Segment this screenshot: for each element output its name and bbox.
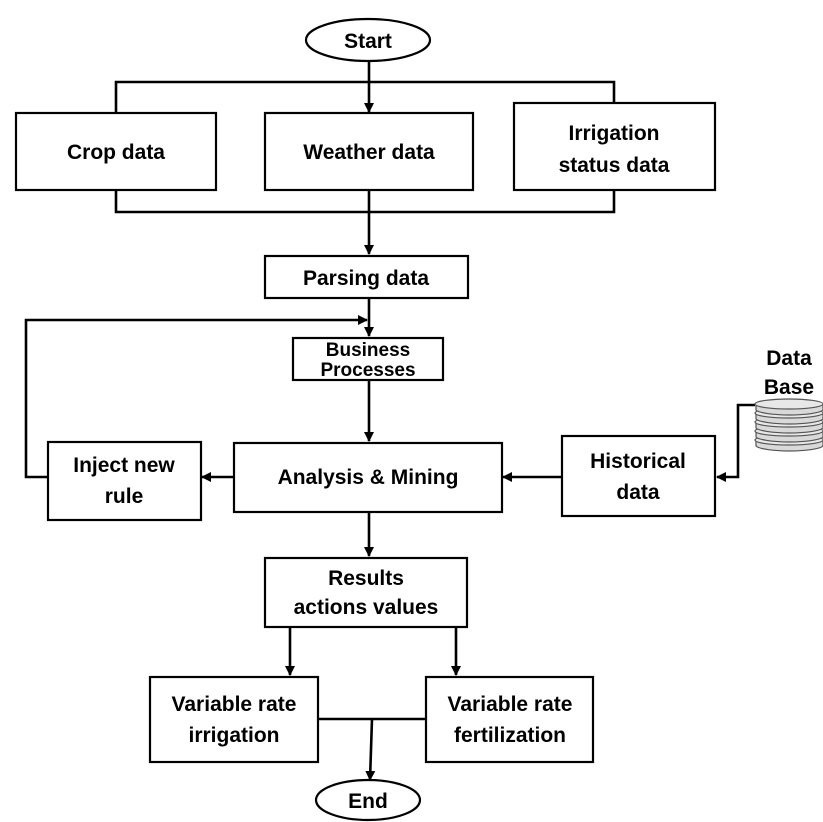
vr-fertilization-box: Variable rate fertilization	[424, 675, 595, 764]
historical-data-label-line2: data	[616, 481, 660, 504]
inject-new-rule-box: Inject new rule	[46, 440, 203, 522]
database: Data Base	[754, 347, 823, 452]
end-terminal: End	[314, 778, 422, 822]
historical-data-box: Historical data	[560, 434, 717, 518]
crop-data-label: Crop data	[67, 141, 165, 164]
weather-data-box: Weather data	[263, 111, 475, 192]
results-box: Results actions values	[263, 556, 469, 629]
start-label: Start	[344, 30, 392, 53]
parsing-data-label: Parsing data	[303, 267, 429, 290]
business-processes-box: Business Processes	[291, 336, 445, 382]
database-label-line1: Data	[766, 347, 812, 370]
database-label-line2: Base	[764, 376, 814, 399]
business-processes-label-line1: Business	[326, 340, 410, 361]
arrow-database-to-historical	[716, 403, 755, 482]
vr-fertilization-label-line1: Variable rate	[448, 693, 573, 716]
irrigation-status-label-line1: Irrigation	[568, 122, 659, 145]
analysis-mining-label: Analysis & Mining	[278, 466, 459, 489]
input-top-bracket	[114, 80, 616, 113]
end-label: End	[348, 790, 388, 813]
weather-data-label: Weather data	[303, 141, 435, 164]
analysis-mining-box: Analysis & Mining	[232, 441, 504, 514]
irrigation-status-label-line2: status data	[559, 154, 670, 177]
inject-new-rule-label-line2: rule	[105, 485, 144, 508]
input-bottom-bracket	[114, 190, 616, 214]
vr-fertilization-label-line2: fertilization	[454, 724, 566, 747]
results-label-line2: actions values	[294, 596, 439, 619]
inject-new-rule-label-line1: Inject new	[73, 454, 175, 477]
crop-data-box: Crop data	[14, 111, 218, 192]
vr-irrigation-label-line2: irrigation	[188, 724, 279, 747]
historical-data-label-line1: Historical	[590, 450, 686, 473]
connectors	[24, 60, 755, 781]
arrow-inject-feedback	[24, 315, 368, 479]
database-icon	[754, 398, 823, 452]
start-terminal: Start	[304, 17, 432, 63]
arrow-to-end	[365, 718, 376, 781]
business-processes-label-line2: Processes	[320, 360, 415, 381]
parsing-data-box: Parsing data	[263, 254, 470, 300]
irrigation-status-box: Irrigation status data	[512, 101, 717, 192]
vr-irrigation-box: Variable rate irrigation	[148, 675, 320, 764]
results-label-line1: Results	[328, 567, 404, 590]
vr-irrigation-label-line1: Variable rate	[172, 693, 297, 716]
